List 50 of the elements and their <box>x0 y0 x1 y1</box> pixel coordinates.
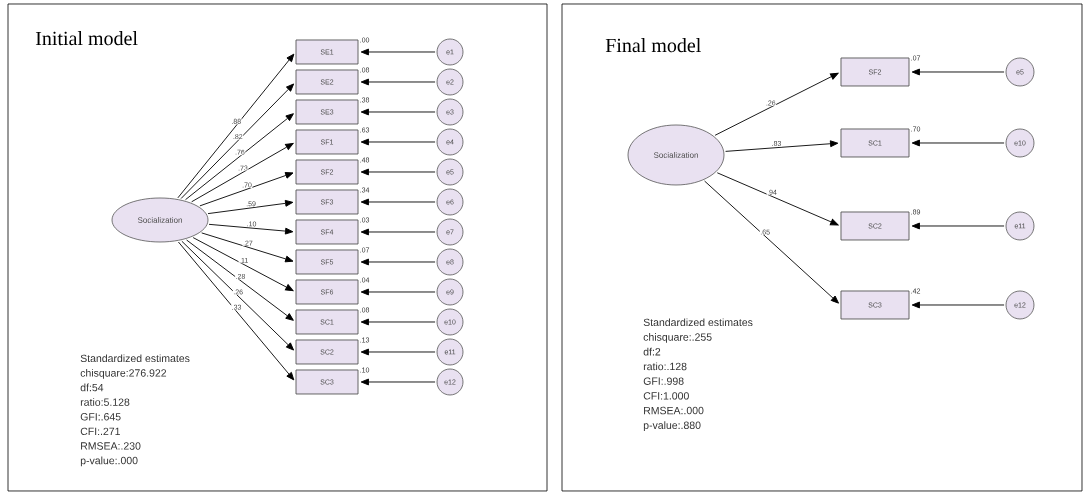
fit-statistic: GFI:.645 <box>80 413 121 421</box>
fit-statistic: df:54 <box>80 383 104 392</box>
fit-statistic: ratio:5.128 <box>80 398 130 406</box>
fit-statistic: chisquare:.255 <box>643 333 712 343</box>
arrow <box>360 348 436 356</box>
fit-statistic: ratio:.128 <box>643 362 687 371</box>
arrow <box>360 228 436 236</box>
arrow <box>180 83 295 199</box>
fit-statistic: GFI:.998 <box>643 377 684 385</box>
arrow <box>207 199 294 215</box>
arrow <box>360 78 436 86</box>
panel-title: Final model <box>605 38 701 53</box>
arrow <box>911 68 1005 76</box>
arrow <box>911 139 1005 147</box>
arrow <box>911 222 1005 230</box>
arrow <box>704 180 839 304</box>
fit-statistic: p-value:.880 <box>643 421 701 432</box>
arrow <box>185 113 294 201</box>
panel-title: Initial model <box>35 31 138 46</box>
arrow <box>186 239 294 321</box>
arrow <box>360 258 436 266</box>
arrow <box>177 53 295 199</box>
fit-statistic: Standardized estimates <box>80 354 190 363</box>
fit-statistic: CFI:.271 <box>80 427 120 436</box>
fit-statistic: RMSEA:.230 <box>81 442 141 450</box>
fit-statistic: RMSEA:.000 <box>644 406 704 415</box>
fit-statistic: Standardized estimates <box>643 318 753 327</box>
arrow <box>192 237 294 292</box>
arrow <box>360 198 436 206</box>
arrow <box>725 140 839 152</box>
arrow <box>360 168 436 176</box>
arrow <box>360 288 436 296</box>
fit-statistic: chisquare:276.922 <box>80 369 167 379</box>
arrow <box>360 378 436 386</box>
arrow <box>181 240 295 351</box>
arrow <box>178 241 295 381</box>
arrow <box>714 72 839 136</box>
arrow <box>716 172 839 226</box>
arrow <box>360 108 436 116</box>
arrow <box>360 318 436 326</box>
arrow <box>201 232 294 263</box>
fit-statistic: df:2 <box>643 347 661 356</box>
arrow <box>191 142 294 203</box>
arrow <box>911 301 1005 309</box>
arrow <box>208 223 294 235</box>
arrow <box>360 48 436 56</box>
fit-statistic: CFI:1.000 <box>643 392 689 400</box>
fit-statistic: p-value:.000 <box>80 456 138 467</box>
arrow <box>360 138 436 146</box>
arrow <box>199 172 294 207</box>
